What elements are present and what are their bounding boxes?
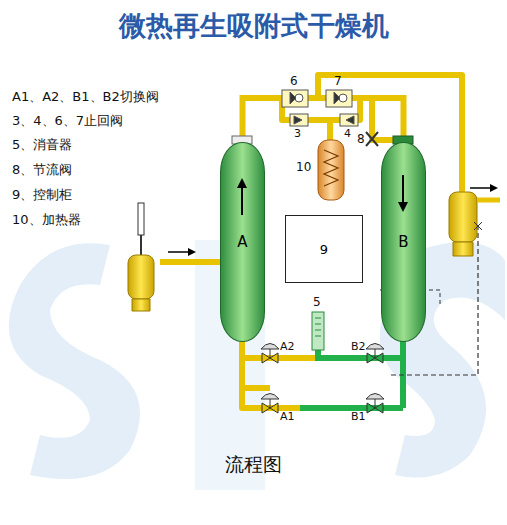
legend-note: 3、4、6、7止回阀 <box>12 112 123 130</box>
callout-number: 6 <box>290 74 298 88</box>
legend-note: 10、加热器 <box>12 211 81 229</box>
pipe-connector <box>243 98 404 142</box>
callout-number: 10 <box>296 160 311 174</box>
legend-note: A1、A2、B1、B2切换阀 <box>12 88 159 106</box>
callout-number: A1 <box>280 410 295 423</box>
node-label: B <box>398 233 408 251</box>
callout-number: 3 <box>294 127 301 140</box>
tower: A <box>220 142 265 342</box>
callout-number: 7 <box>334 74 342 88</box>
legend-note: 5、消音器 <box>12 136 72 154</box>
title: 微热再生吸附式干燥机 <box>119 8 389 44</box>
callout-number: B2 <box>351 340 366 353</box>
callout-number: B1 <box>351 410 366 423</box>
node-label: A <box>237 233 247 251</box>
legend-note: 9、控制柜 <box>12 186 72 204</box>
legend-note: 8、节流阀 <box>12 161 72 179</box>
callout-number: 8 <box>357 132 365 146</box>
caption: 流程图 <box>225 452 282 478</box>
callout-number: 4 <box>344 127 351 140</box>
control-cabinet: 9 <box>285 215 363 283</box>
node-label: 9 <box>320 242 328 257</box>
tower: B <box>381 142 426 342</box>
callout-number: A2 <box>280 340 295 353</box>
callout-number: 5 <box>313 295 321 309</box>
